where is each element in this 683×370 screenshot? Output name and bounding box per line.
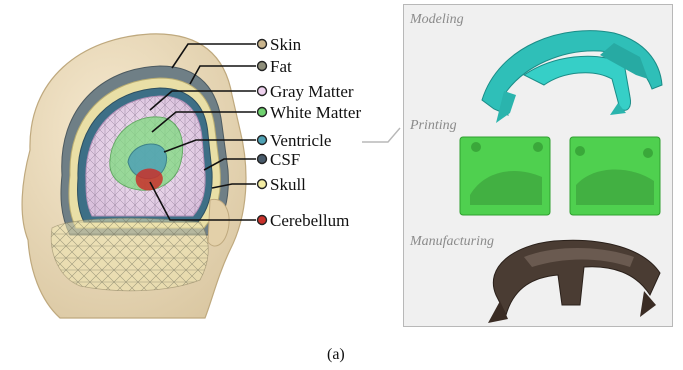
- process-panel: Modeling Printing Manufacturing: [403, 4, 673, 327]
- legend-label-gray-matter: Gray Matter: [270, 83, 354, 100]
- legend-dot-csf: [258, 155, 267, 164]
- legend-dot-fat: [258, 62, 267, 71]
- figure-caption: (a): [327, 346, 345, 364]
- legend-dot-ventricle: [258, 136, 267, 145]
- manufacturing-cast: [488, 240, 660, 323]
- head-model: [22, 34, 246, 318]
- stage-label-printing: Printing: [410, 119, 457, 133]
- modeling-model: [482, 31, 662, 123]
- legend-label-ventricle: Ventricle: [270, 132, 331, 149]
- legend-dot-gray-matter: [258, 87, 267, 96]
- legend-label-skull: Skull: [270, 176, 306, 193]
- legend-label-white-matter: White Matter: [270, 104, 361, 121]
- legend-dot-cerebellum: [258, 216, 267, 225]
- legend-dot-white-matter: [258, 108, 267, 117]
- legend-label-cerebellum: Cerebellum: [270, 212, 349, 229]
- legend-label-fat: Fat: [270, 58, 292, 75]
- legend-dot-skin: [258, 40, 267, 49]
- printing-molds: [460, 137, 660, 215]
- legend-label-skin: Skin: [270, 36, 301, 53]
- panel-connector: [362, 128, 400, 142]
- legend-dot-skull: [258, 180, 267, 189]
- legend-label-csf: CSF: [270, 151, 300, 168]
- stage-label-modeling: Modeling: [410, 13, 464, 27]
- legend-dots: [258, 40, 267, 225]
- stage-label-manufacturing: Manufacturing: [410, 235, 494, 249]
- process-panel-art: [404, 5, 674, 328]
